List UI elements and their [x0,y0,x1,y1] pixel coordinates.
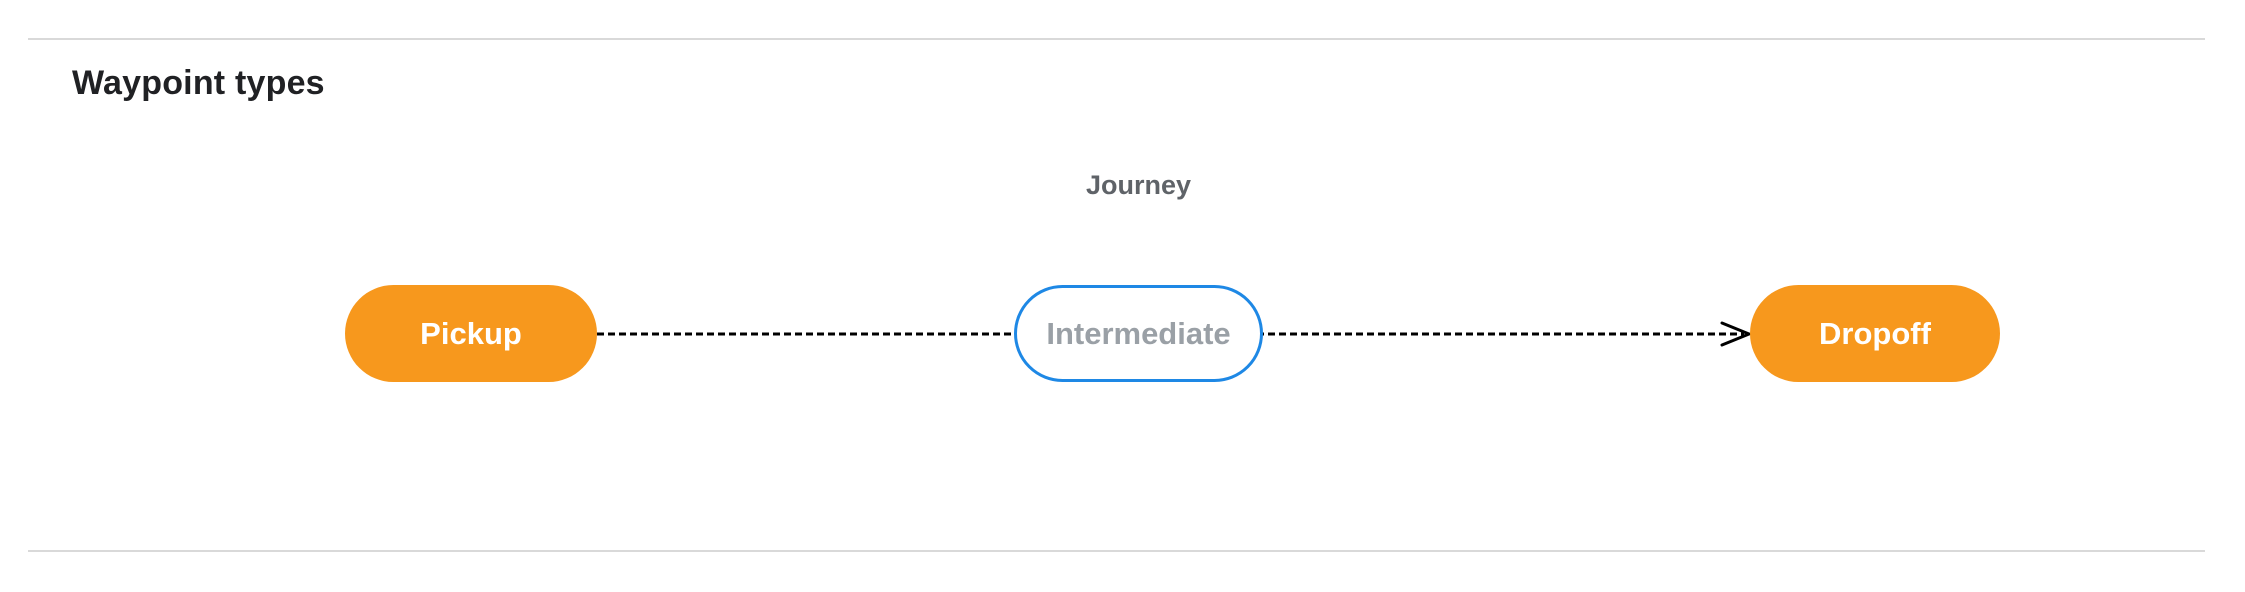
node-pickup: Pickup [345,285,597,382]
journey-label: Journey [1085,170,1192,200]
page-title: Waypoint types [72,64,325,102]
node-dropoff: Dropoff [1750,285,2000,382]
top-divider [28,38,2205,40]
node-intermediate: Intermediate [1014,285,1263,382]
bottom-divider [28,550,2205,552]
node-pickup-label: Pickup [420,315,522,351]
node-intermediate-label: Intermediate [1046,315,1231,351]
arrowhead-icon [1720,321,1753,347]
node-dropoff-label: Dropoff [1819,315,1931,351]
